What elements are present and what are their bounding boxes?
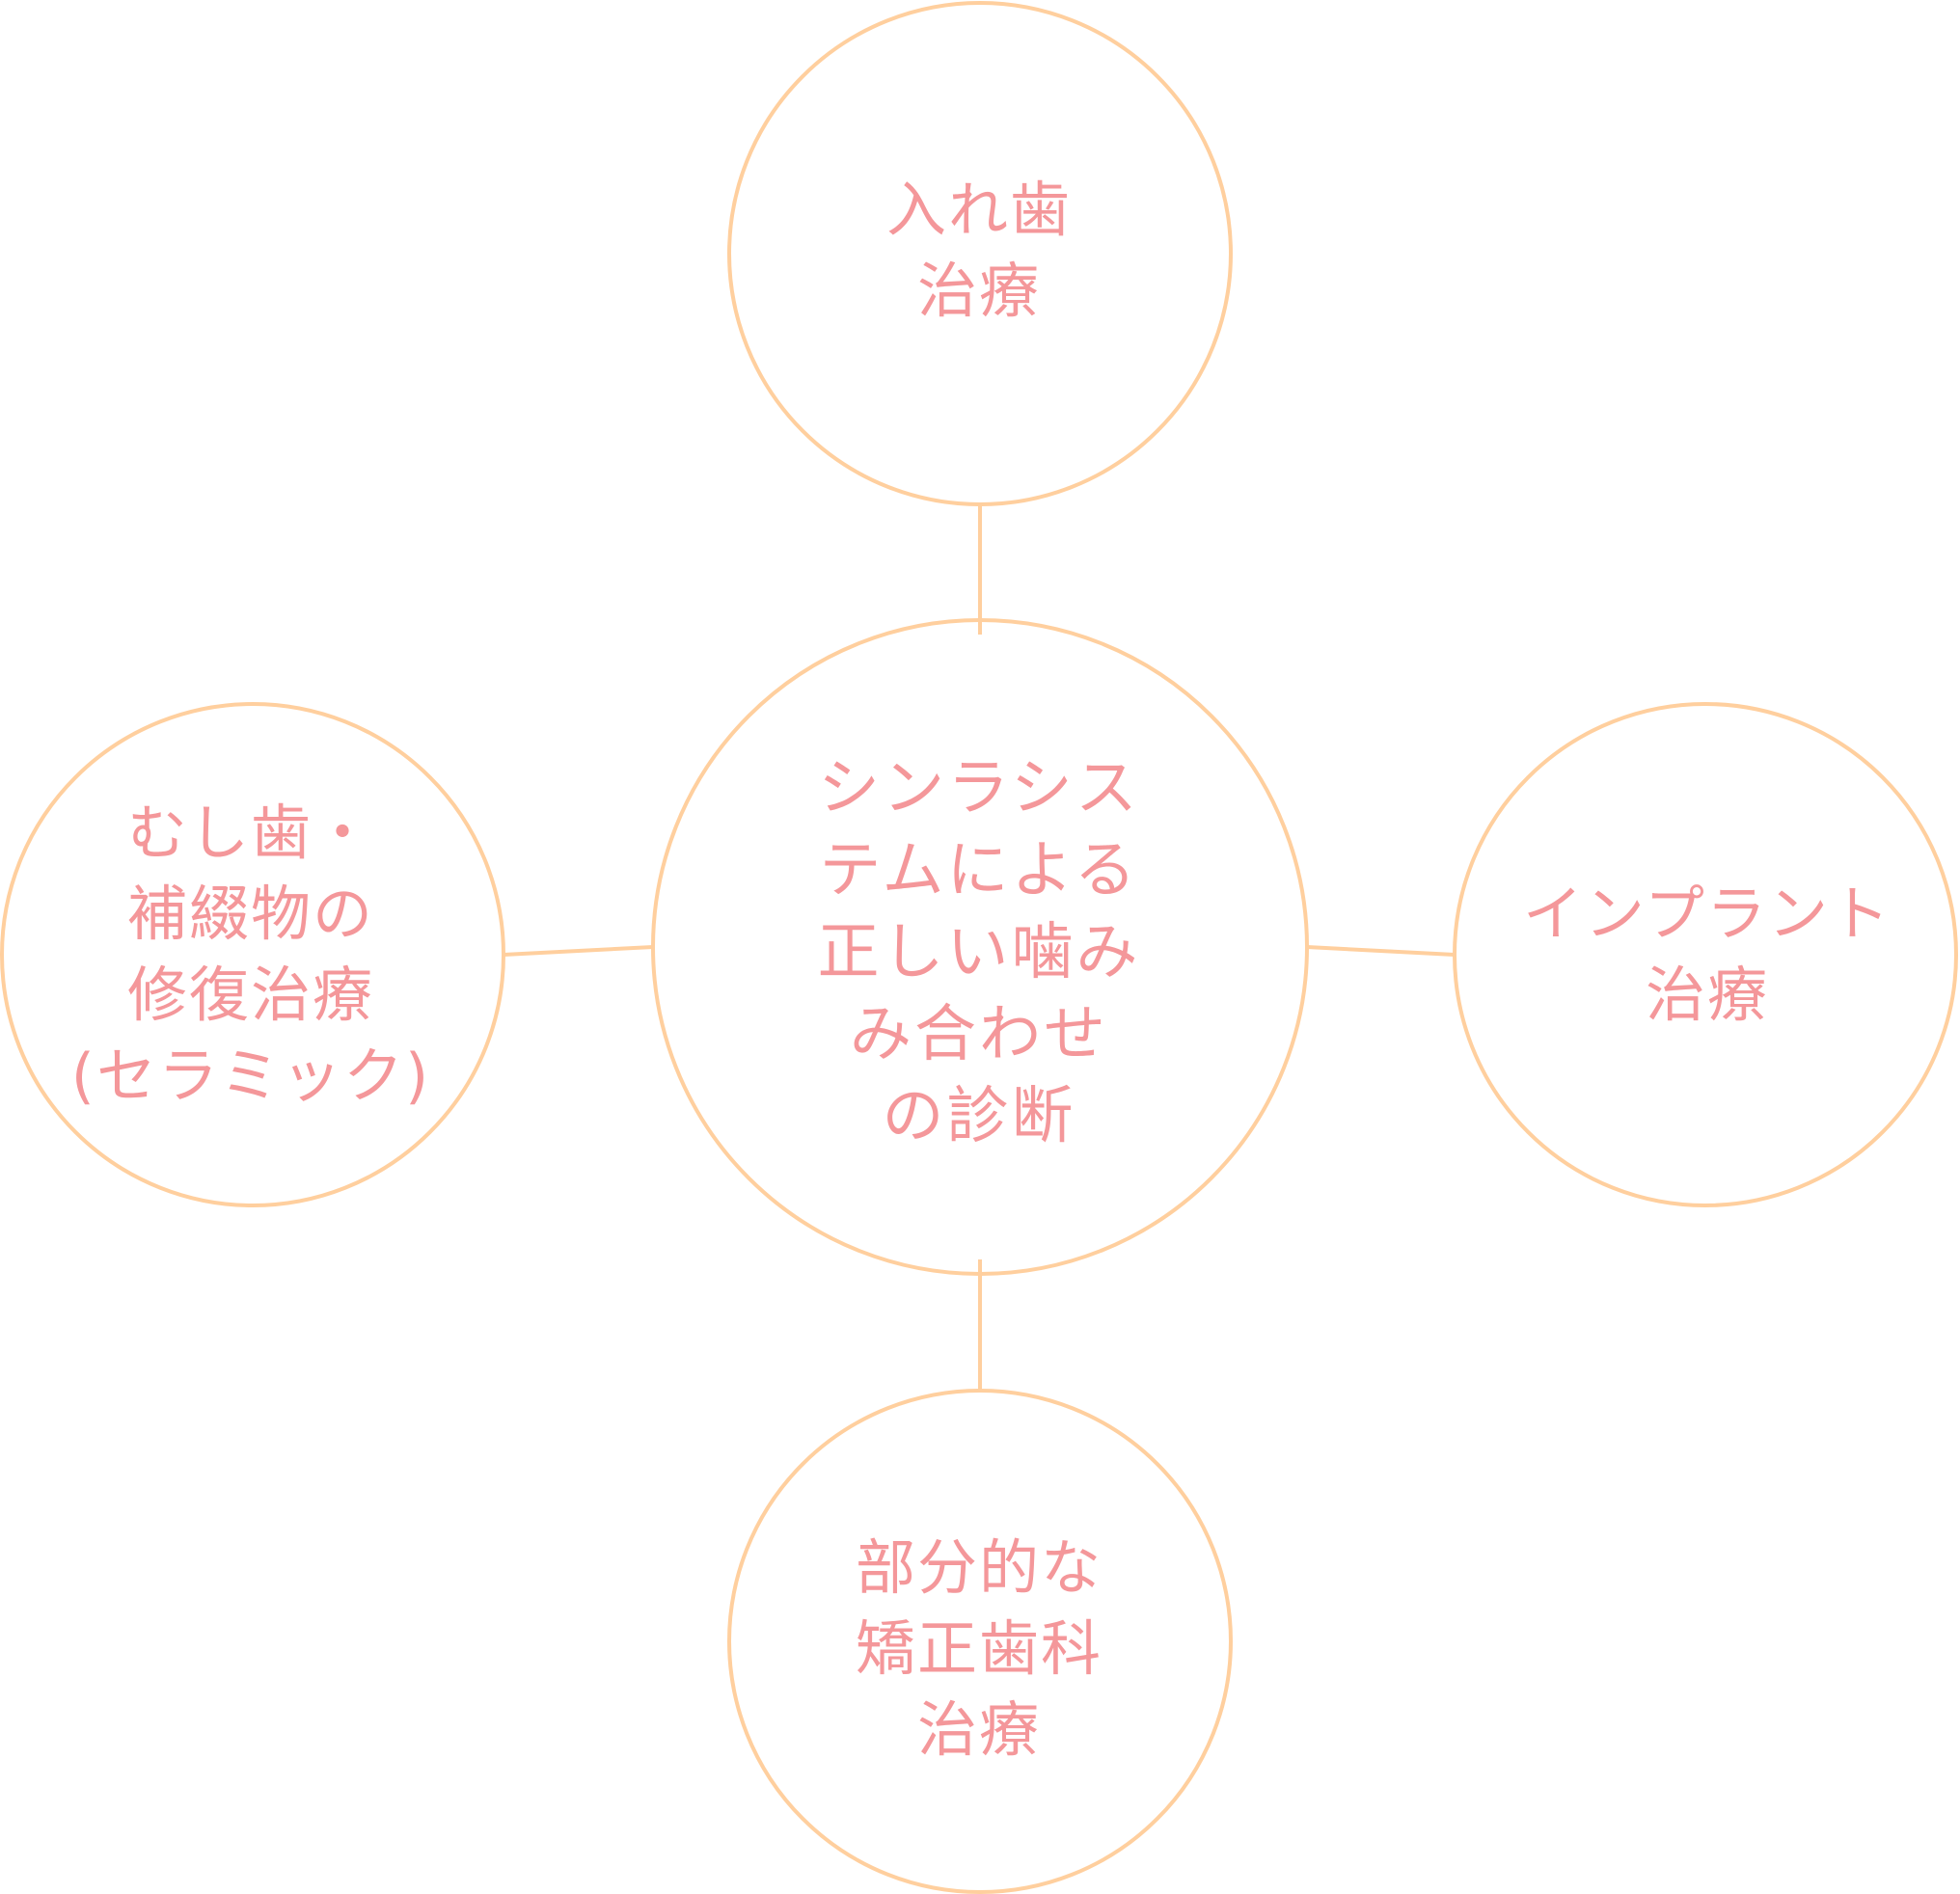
node-right-line: インプラント (1522, 879, 1892, 949)
node-top-circle (727, 1, 1233, 506)
node-center-line: み合わせ (850, 998, 1108, 1070)
node-left-label: むし歯・ 補綴物の 修復治療 (セラミック) (10, 791, 492, 1119)
node-top-line: 治療 (916, 256, 1041, 326)
node-left-line: 補綴物の (126, 879, 374, 949)
connector-right (1306, 945, 1456, 957)
node-top-label: 入れ歯 治療 (733, 154, 1225, 347)
connector-left (503, 945, 654, 957)
node-center-label: シンラシス テムによる 正しい噛み み合わせ の診断 (714, 712, 1244, 1194)
node-left-line: 修復治療 (126, 960, 374, 1030)
node-center-line: の診断 (882, 1080, 1076, 1152)
node-right-label: インプラント 治療 (1461, 858, 1953, 1051)
node-bottom-label: 部分的な 矯正歯科 治療 (733, 1514, 1225, 1784)
node-right-line: 治療 (1645, 960, 1769, 1030)
node-left-circle (0, 702, 505, 1207)
node-left-line: (セラミック) (70, 1041, 431, 1111)
node-left-line: むし歯・ (126, 798, 374, 868)
node-bottom-line: 部分的な (855, 1532, 1102, 1603)
node-center-line: シンラシス (818, 752, 1140, 825)
node-center-line: テムによる (819, 834, 1139, 906)
node-center-line: 正しい噛み (817, 916, 1141, 988)
node-bottom-circle (727, 1389, 1233, 1894)
node-bottom-line: 矯正歯科 (855, 1613, 1102, 1684)
node-top-line: 入れ歯 (885, 175, 1072, 245)
node-bottom-line: 治療 (916, 1694, 1041, 1765)
node-center-circle (651, 618, 1309, 1276)
node-right-circle (1453, 702, 1958, 1207)
